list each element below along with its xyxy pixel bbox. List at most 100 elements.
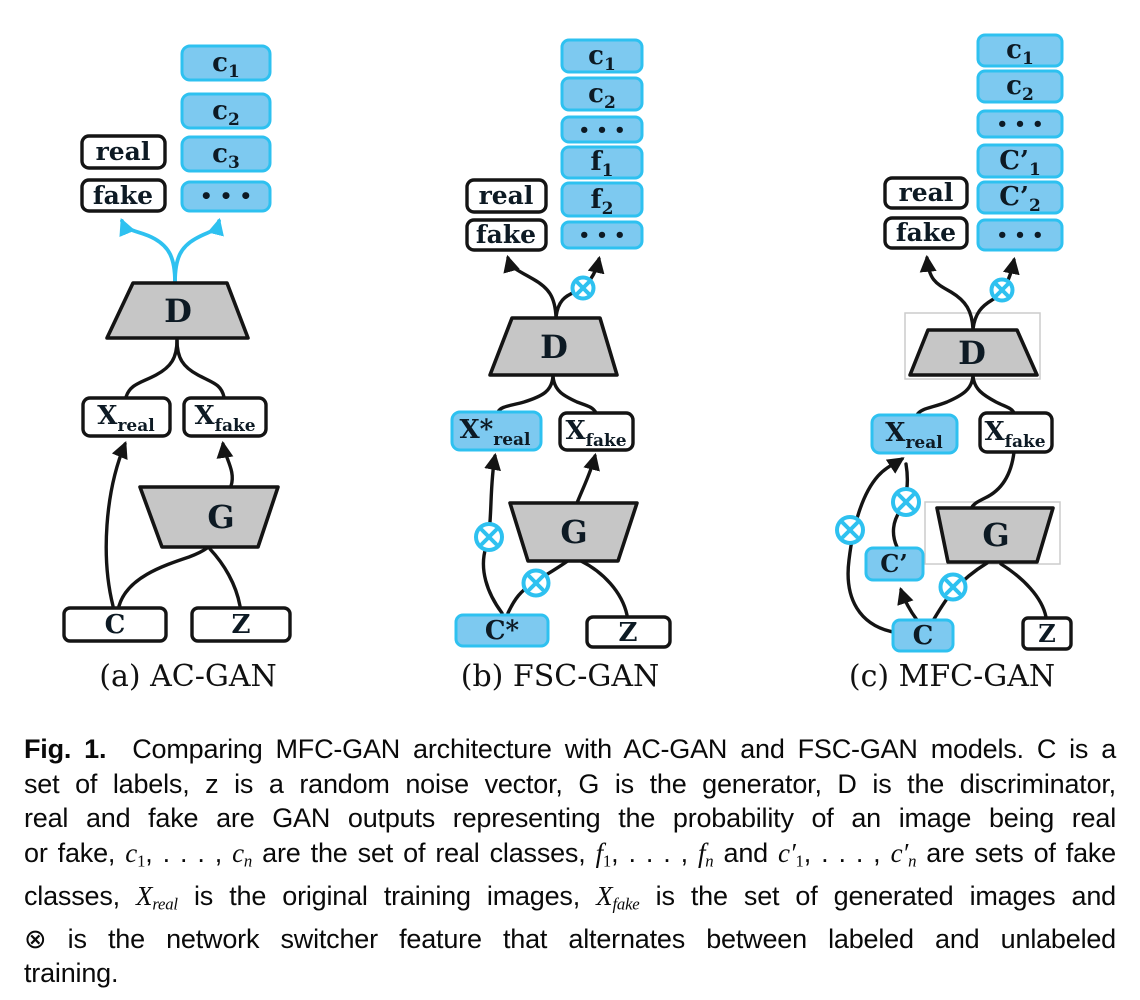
fake-label: fake <box>476 220 536 249</box>
generator-label: G <box>207 498 234 536</box>
class-box-c2 <box>180 92 272 130</box>
z-to-g-link <box>999 562 1048 619</box>
caption-text-segment: X <box>136 880 153 911</box>
class-box-c1 <box>560 38 644 74</box>
caption-text-segment: 1 <box>795 851 804 871</box>
network-switcher-icon <box>989 277 1015 303</box>
real-output-box <box>883 176 969 210</box>
caption-text-segment: f <box>697 837 706 868</box>
xreal-label: Xreal <box>97 401 155 436</box>
class-label: c1 <box>212 48 240 82</box>
c-to-cprime-arrow <box>897 586 919 622</box>
class-box-cprime1 <box>976 143 1064 179</box>
class-label: c3 <box>212 139 240 173</box>
z-to-g-link <box>579 559 629 617</box>
caption-text-segment: c′ <box>890 837 909 868</box>
labels-input-box <box>62 606 168 643</box>
caption-line: or fake, c1, . . . , cn are the set of r… <box>24 836 1116 879</box>
class-box-f2 <box>560 181 644 218</box>
network-switcher-icon <box>474 522 504 552</box>
caption-text-segment: f <box>595 837 604 868</box>
xfake-to-d-link <box>175 338 226 399</box>
caption-text-segment: c <box>232 837 244 868</box>
xfake-to-d-link <box>971 374 1016 415</box>
panel-ac-gan: c1 c2 c3 • • • real fake D Xreal Xfake G… <box>62 44 292 694</box>
fake-output-box <box>883 216 969 250</box>
caption-text-segment: training. <box>24 958 119 989</box>
caption-text-segment: X <box>596 880 613 911</box>
caption-text-segment: , . . . , <box>611 837 698 868</box>
gan-architecture-figure: c1 c2 c3 • • • real fake D Xreal Xfake G… <box>62 33 1073 694</box>
xreal-label: X*real <box>459 415 531 450</box>
caption-text-segment: are sets of fake <box>916 837 1117 868</box>
xfake-label: Xfake <box>565 416 626 451</box>
caption-text-segment: , . . . , <box>145 837 233 868</box>
discriminator-label: D <box>958 334 986 372</box>
fake-label: fake <box>93 181 153 210</box>
caption-text-segment: 1 <box>137 851 146 871</box>
class-box-c3 <box>180 135 272 173</box>
figure-caption: Fig. 1. Comparing MFC-GAN architecture w… <box>24 732 1116 991</box>
fake-output-box <box>80 178 167 213</box>
class-label: c2 <box>588 79 616 113</box>
caption-line: training. <box>24 956 1116 991</box>
c-to-g-link <box>117 546 209 608</box>
xfake-box <box>182 396 268 438</box>
class-stack: c1 c2 • • • f1 f2 • • • <box>560 38 644 250</box>
class-label: f1 <box>590 147 613 181</box>
class-label: c2 <box>212 96 240 130</box>
labels-input-box <box>454 613 550 648</box>
caption-line: Fig. 1. Comparing MFC-GAN architecture w… <box>24 732 1116 767</box>
real-label: real <box>899 178 954 207</box>
caption-text-segment: is the original training images, <box>177 880 597 911</box>
caption-text-segment: n <box>908 851 917 871</box>
network-switcher-icon <box>835 515 865 545</box>
labels-input-label: C <box>913 621 934 651</box>
panel-mfc-gan: c1 c2 • • • C’1 C’2 • • • real fake D Xr… <box>835 33 1073 694</box>
xfake-to-d-link <box>551 374 598 415</box>
caption-text-segment: ⊗ is the network switcher feature that a… <box>24 923 1116 954</box>
xfake-box <box>978 411 1054 454</box>
discriminator-label: D <box>164 292 192 330</box>
class-label: c1 <box>588 41 616 75</box>
class-label-dots: • • • <box>200 184 252 208</box>
discriminator-trapezoid <box>908 328 1039 377</box>
discriminator-trapezoid <box>105 281 250 340</box>
class-box-dots <box>180 180 272 213</box>
fake-label: fake <box>896 218 956 247</box>
caption-text-segment: real and fake are GAN outputs representi… <box>24 803 1116 833</box>
c-to-xreal-arrow <box>104 441 128 608</box>
caption-text-segment: Fig. 1. <box>24 734 107 764</box>
caption-text-segment: is the set of generated images and <box>639 880 1117 911</box>
real-output-box <box>465 178 548 214</box>
caption-line: classes, Xreal is the original training … <box>24 879 1116 922</box>
generator-trapezoid <box>508 501 639 563</box>
panel-fsc-gan: c1 c2 • • • f1 f2 • • • real fake D X*re… <box>450 38 672 694</box>
class-box-dots <box>560 115 644 144</box>
class-box-dots <box>560 220 644 250</box>
generator-label: G <box>560 513 587 551</box>
fake-labels-box <box>864 546 925 582</box>
class-label: c1 <box>1006 35 1034 69</box>
noise-input-box <box>1021 616 1073 651</box>
caption-text-segment: c <box>125 837 138 868</box>
generator-trapezoid <box>138 485 280 549</box>
g-to-xfake-arrow <box>216 440 234 488</box>
labels-input-label: C* <box>485 616 520 646</box>
real-label: real <box>96 137 151 166</box>
caption-text-segment: or fake, <box>24 837 126 868</box>
xreal-box <box>81 396 172 438</box>
xreal-box <box>450 410 543 452</box>
class-box-dots <box>976 109 1064 139</box>
caption-text-segment: classes, <box>24 880 137 911</box>
noise-input-label: Z <box>232 610 251 640</box>
xreal-box <box>870 413 959 455</box>
caption-text-segment: , . . . , <box>803 837 891 868</box>
noise-input-box <box>190 606 292 643</box>
xfake-label: Xfake <box>984 417 1045 452</box>
panel-caption: (c) MFC-GAN <box>849 659 1055 694</box>
generator-trapezoid <box>935 506 1055 564</box>
class-label: c2 <box>1006 71 1034 105</box>
xreal-to-d-link <box>124 338 179 399</box>
